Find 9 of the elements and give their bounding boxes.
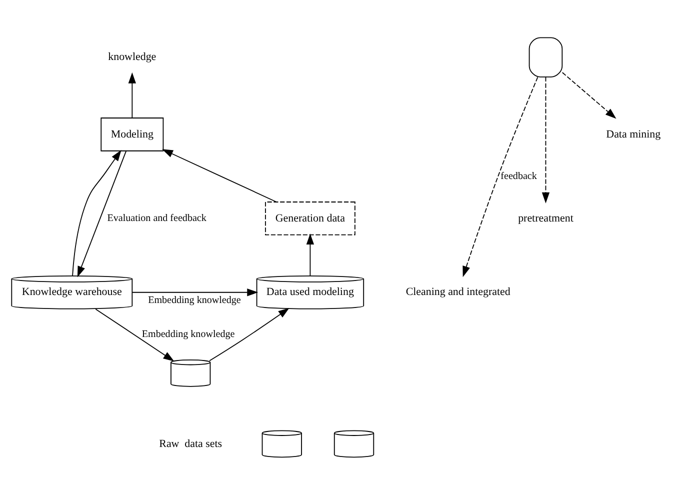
edge-label: Embedding knowledge xyxy=(142,328,235,340)
label: Raw data sets xyxy=(159,438,222,450)
edge-label: Embedding knowledge xyxy=(148,295,241,306)
node-text: Data mining xyxy=(606,128,661,140)
node-text: pretreatment xyxy=(518,212,574,224)
node-text: knowledge xyxy=(108,51,156,64)
edge-label: Evaluation and feedback xyxy=(107,212,206,224)
edge-label: feedback xyxy=(500,170,537,182)
node-text: Cleaning and integrated xyxy=(406,286,510,298)
